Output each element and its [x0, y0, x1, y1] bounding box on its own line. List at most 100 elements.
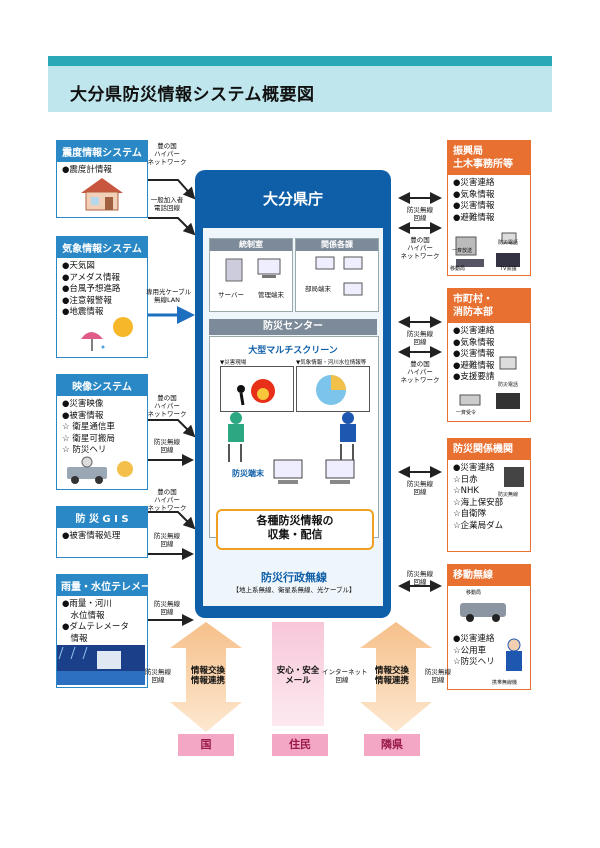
list-item: ☆ 衛星通信車	[62, 422, 115, 432]
terminal-icons	[273, 459, 355, 484]
list-item: ☆日赤	[453, 474, 478, 485]
terminal-label: 防災端末	[232, 469, 264, 478]
list-item: ☆ 防災ヘリ	[62, 445, 107, 455]
vehicle-icon	[460, 603, 506, 622]
list-item: ●災害情報	[453, 201, 495, 211]
computer-icon	[315, 256, 363, 296]
list-item: ●気象情報	[453, 337, 495, 348]
departments: 関係各課 部局端末	[295, 238, 379, 312]
radio-operator-icon	[506, 638, 522, 671]
screen-left	[220, 366, 294, 412]
arrow-label-3: 情報交換情報連携	[374, 666, 409, 686]
box-shindo: 震度情報システム ●震度計情報	[56, 140, 148, 218]
list-item: ☆海上保安部	[453, 497, 504, 508]
list-item: ●被害情報処理	[62, 531, 121, 541]
box-telemeter: 雨量・水位テレメータ ●雨量・河川 水位情報 ●ダムテレメータ 情報	[56, 574, 161, 688]
control-room: 統制室 サーバー 管理端末	[209, 238, 293, 312]
box-shichoson: 市町村・消防本部 ●災害連絡 ●気象情報 ●災害情報 ●避難情報 ●支援要請 防…	[447, 288, 531, 422]
fire-icon	[237, 379, 275, 406]
disaster-radio-title: 防災行政無線	[261, 571, 327, 584]
list-item: ●台風予想進路	[62, 284, 121, 294]
dam-rain-icon	[57, 645, 145, 685]
screen-right	[296, 366, 370, 412]
center-title: 大分県庁	[262, 190, 323, 208]
computer-icon	[225, 258, 281, 282]
left-arrows	[148, 179, 196, 626]
operator-icons	[228, 412, 356, 462]
weather-icon	[81, 317, 133, 351]
box-title: 移動無線	[448, 565, 530, 586]
box-eizo: 映像システム ●災害映像 ●被害情報 ☆ 衛星通信車 ☆ 衛星可搬局 ☆ 防災ヘ…	[56, 374, 148, 490]
list-item: ●雨量・河川	[62, 599, 112, 609]
list-item: ●注意報警報	[62, 295, 112, 306]
box-title: 震度情報システム	[57, 141, 147, 162]
list-item: ●災害連絡	[453, 634, 495, 644]
box-title: 防災関係機関	[448, 439, 530, 460]
bottom-arrows	[170, 622, 432, 732]
list-item: ☆ 衛星可搬局	[62, 433, 115, 444]
conn-label: 豊の国ハイパーネットワーク	[147, 394, 187, 418]
header-bar	[48, 66, 552, 112]
list-item: ●災害連絡	[453, 178, 495, 188]
arrow-label-1: 情報交換情報連携	[190, 666, 225, 686]
satellite-vehicle-icon	[67, 456, 133, 484]
list-item: ☆自衛隊	[453, 509, 487, 519]
conn-label: 防災無線回線	[407, 480, 433, 496]
conn-label: 防災無線回線	[154, 532, 180, 548]
disaster-radio-subtitle: 【地上系無線、衛星系無線、光ケーブル】	[232, 586, 356, 594]
label-kuni: 国	[178, 734, 234, 756]
collect-distribute-box: 各種防災情報の 収集・配信	[216, 509, 374, 550]
list-item: ☆NHK	[453, 486, 479, 496]
list-item: ☆公用車	[453, 645, 487, 656]
conn-label: 専用光ケーブル無線LAN	[146, 288, 192, 304]
list-item: ●震度計情報	[62, 165, 112, 175]
list-item: ●災害映像	[62, 399, 104, 409]
radio-icon	[504, 467, 524, 487]
box-title: 気象情報システム	[57, 237, 147, 258]
conn-label: 防災無線回線	[154, 438, 180, 454]
list-item: ●被害情報	[62, 410, 104, 421]
box-kankei-kikan: 防災関係機関 ●災害連絡 ☆日赤 ☆NHK ☆海上保安部 ☆自衛隊 ☆企業局ダム…	[447, 438, 531, 552]
box-gis: 防 災 G I S ●被害情報処理	[56, 506, 148, 558]
screen-caption: ▼気象情報・河川水位情報等	[296, 360, 367, 366]
conn-label: 防災無線回線	[407, 206, 433, 222]
list-item: ●災害連絡	[453, 326, 495, 336]
header-band	[48, 56, 552, 66]
pie-chart-icon	[316, 375, 346, 405]
right-arrows	[398, 192, 442, 592]
radio-equipment-icon	[455, 232, 520, 267]
list-item: ●避難情報	[453, 212, 495, 223]
list-item: ●ダムテレメータ	[62, 622, 129, 632]
phone-icon	[459, 356, 520, 409]
box-title: 市町村・消防本部	[448, 289, 530, 323]
list-item: ☆防災ヘリ	[453, 657, 495, 667]
box-title: 映像システム	[57, 375, 147, 396]
screen-caption: ▼災害現場	[220, 360, 247, 366]
conn-label: インターネット回線	[322, 668, 368, 684]
house-icon	[81, 178, 123, 211]
conn-label: 防災無線回線	[407, 330, 433, 346]
list-item: 水位情報	[62, 610, 105, 621]
list-item: 情報	[62, 633, 88, 644]
label-rinken: 隣県	[364, 734, 420, 756]
box-title: 振興局土木事務所等	[448, 141, 530, 175]
page-title: 大分県防災情報システム概要図	[70, 85, 315, 105]
conn-label: 防災無線回線	[145, 668, 171, 684]
arrow-label-2: 安心・安全メール	[276, 666, 320, 686]
conn-label: 一般加入者電話回線	[150, 196, 184, 212]
conn-label: 豊の国ハイパーネットワーク	[400, 236, 440, 260]
list-item: ●アメダス情報	[62, 272, 120, 283]
label-jumin: 住民	[272, 734, 328, 756]
box-kisho: 気象情報システム ●天気図 ●アメダス情報 ●台風予想進路 ●注意報警報 ●地震…	[56, 236, 148, 358]
list-item: ☆企業局ダム	[453, 520, 504, 531]
conn-label: 豊の国ハイパーネットワーク	[147, 142, 187, 166]
conn-label: 防災無線回線	[154, 600, 180, 616]
list-item: ●災害情報	[453, 349, 495, 359]
list-item: ●支援要請	[453, 372, 495, 382]
conn-label: 豊の国ハイパーネットワーク	[400, 360, 440, 384]
box-idou-musen: 移動無線 移動局 ●災害連絡 ☆公用車 ☆防災ヘリ 携帯無線機	[447, 564, 531, 690]
box-shinkokyoku: 振興局土木事務所等 ●災害連絡 ●気象情報 ●災害情報 ●避難情報 一斉放送 防…	[447, 140, 531, 276]
box-title: 雨量・水位テレメータ	[57, 575, 161, 596]
box-title: 防 災 G I S	[57, 507, 147, 528]
disaster-center-bar: 防災センター	[209, 319, 377, 335]
